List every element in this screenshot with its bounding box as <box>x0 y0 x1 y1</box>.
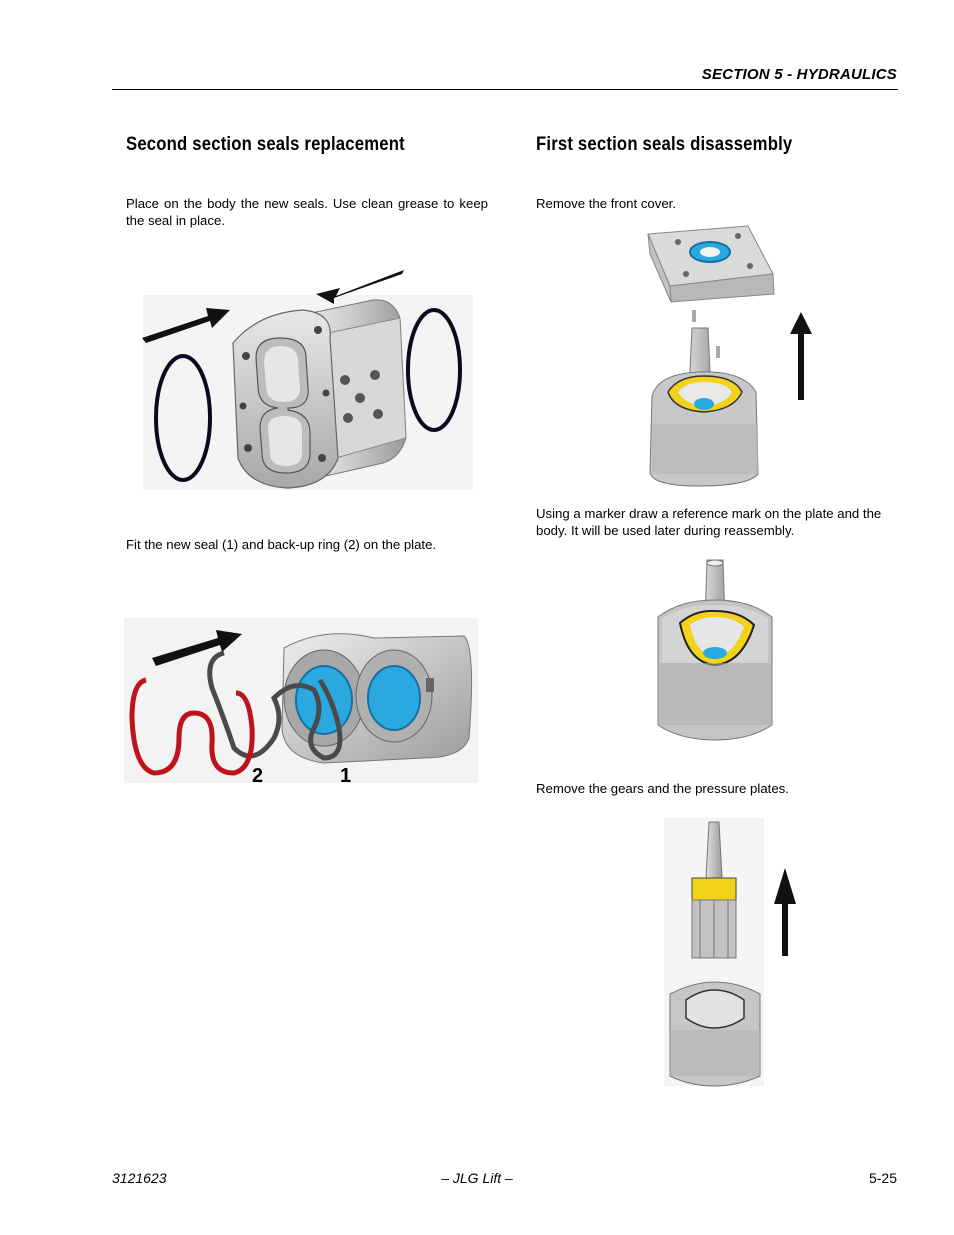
callout-2: 2 <box>252 765 264 787</box>
figure-plate-seal-backup-ring <box>124 618 478 786</box>
page-number: 5-25 <box>868 1170 897 1186</box>
figure-remove-gears <box>664 818 804 1088</box>
arrow-right-insert <box>316 270 404 304</box>
callout-1: 1 <box>340 765 352 787</box>
heading-first-section-seals: First section seals disassembly <box>536 134 793 155</box>
arrow-up-remove-cover <box>790 312 812 400</box>
document-number: 3121623 <box>112 1170 167 1186</box>
paragraph-place-seals: Place on the body the new seals. Use cle… <box>126 196 488 228</box>
paragraph-reference-mark: Using a marker draw a reference mark on … <box>536 506 882 538</box>
arrow-up-remove-gears <box>774 868 796 956</box>
o-ring-right <box>406 308 462 432</box>
o-ring-left <box>154 354 212 482</box>
paragraph-fit-seal: Fit the new seal (1) and back-up ring (2… <box>126 537 437 552</box>
arrow-insert-seal <box>152 630 242 666</box>
section-title: SECTION 5 - HYDRAULICS <box>701 66 897 83</box>
paragraph-remove-front-cover: Remove the front cover. <box>536 196 677 211</box>
heading-second-section-seals: Second section seals replacement <box>126 134 405 155</box>
blue-seal-right <box>367 665 421 731</box>
figure-remove-front-cover <box>638 224 818 490</box>
arrow-left-insert <box>142 308 230 343</box>
paragraph-remove-gears: Remove the gears and the pressure plates… <box>536 781 789 796</box>
publisher: – JLG Lift – <box>441 1170 513 1186</box>
header-divider <box>112 89 898 90</box>
figure-reference-mark <box>650 555 780 743</box>
blue-seal-left <box>295 665 353 735</box>
figure-body-with-seals <box>138 258 478 493</box>
